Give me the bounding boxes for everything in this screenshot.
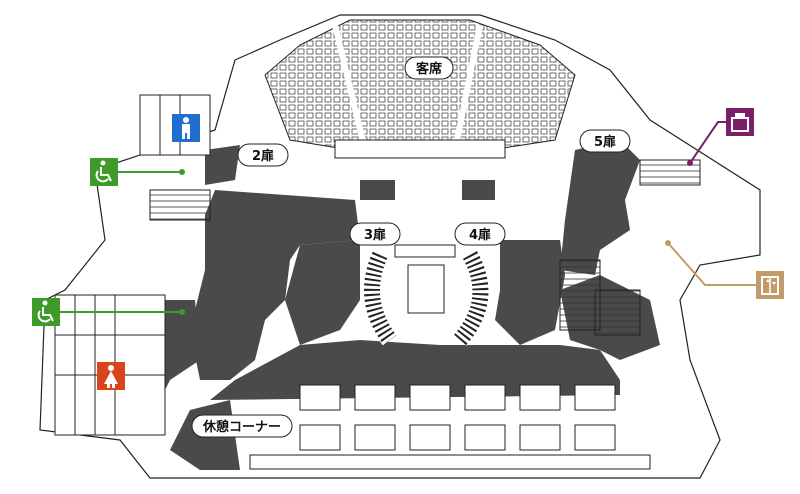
door2-label: 2扉 (237, 143, 289, 167)
stairwells (149, 159, 701, 336)
seats-label: 客席 (404, 56, 454, 80)
wheelchair-icon (90, 158, 185, 186)
svg-text:2扉: 2扉 (252, 148, 274, 164)
central-staircase (363, 244, 490, 346)
locker-icon (687, 108, 754, 166)
lounge-label: 休憩コーナー (191, 414, 293, 438)
svg-text:休憩コーナー: 休憩コーナー (202, 419, 281, 435)
female-restroom-icon (97, 362, 125, 390)
door4-label: 4扉 (454, 222, 506, 246)
auditorium-seats (264, 19, 576, 159)
svg-text:5扉: 5扉 (594, 134, 616, 150)
door5-label: 5扉 (579, 129, 631, 153)
door3-label: 3扉 (349, 222, 401, 246)
svg-text:4扉: 4扉 (469, 227, 491, 243)
elevator-icon (665, 240, 784, 299)
lounge-tables (249, 384, 651, 470)
svg-text:客席: 客席 (416, 61, 442, 77)
wheelchair-icon (32, 298, 185, 326)
male-restroom-icon (172, 114, 200, 142)
svg-text:3扉: 3扉 (364, 227, 386, 243)
